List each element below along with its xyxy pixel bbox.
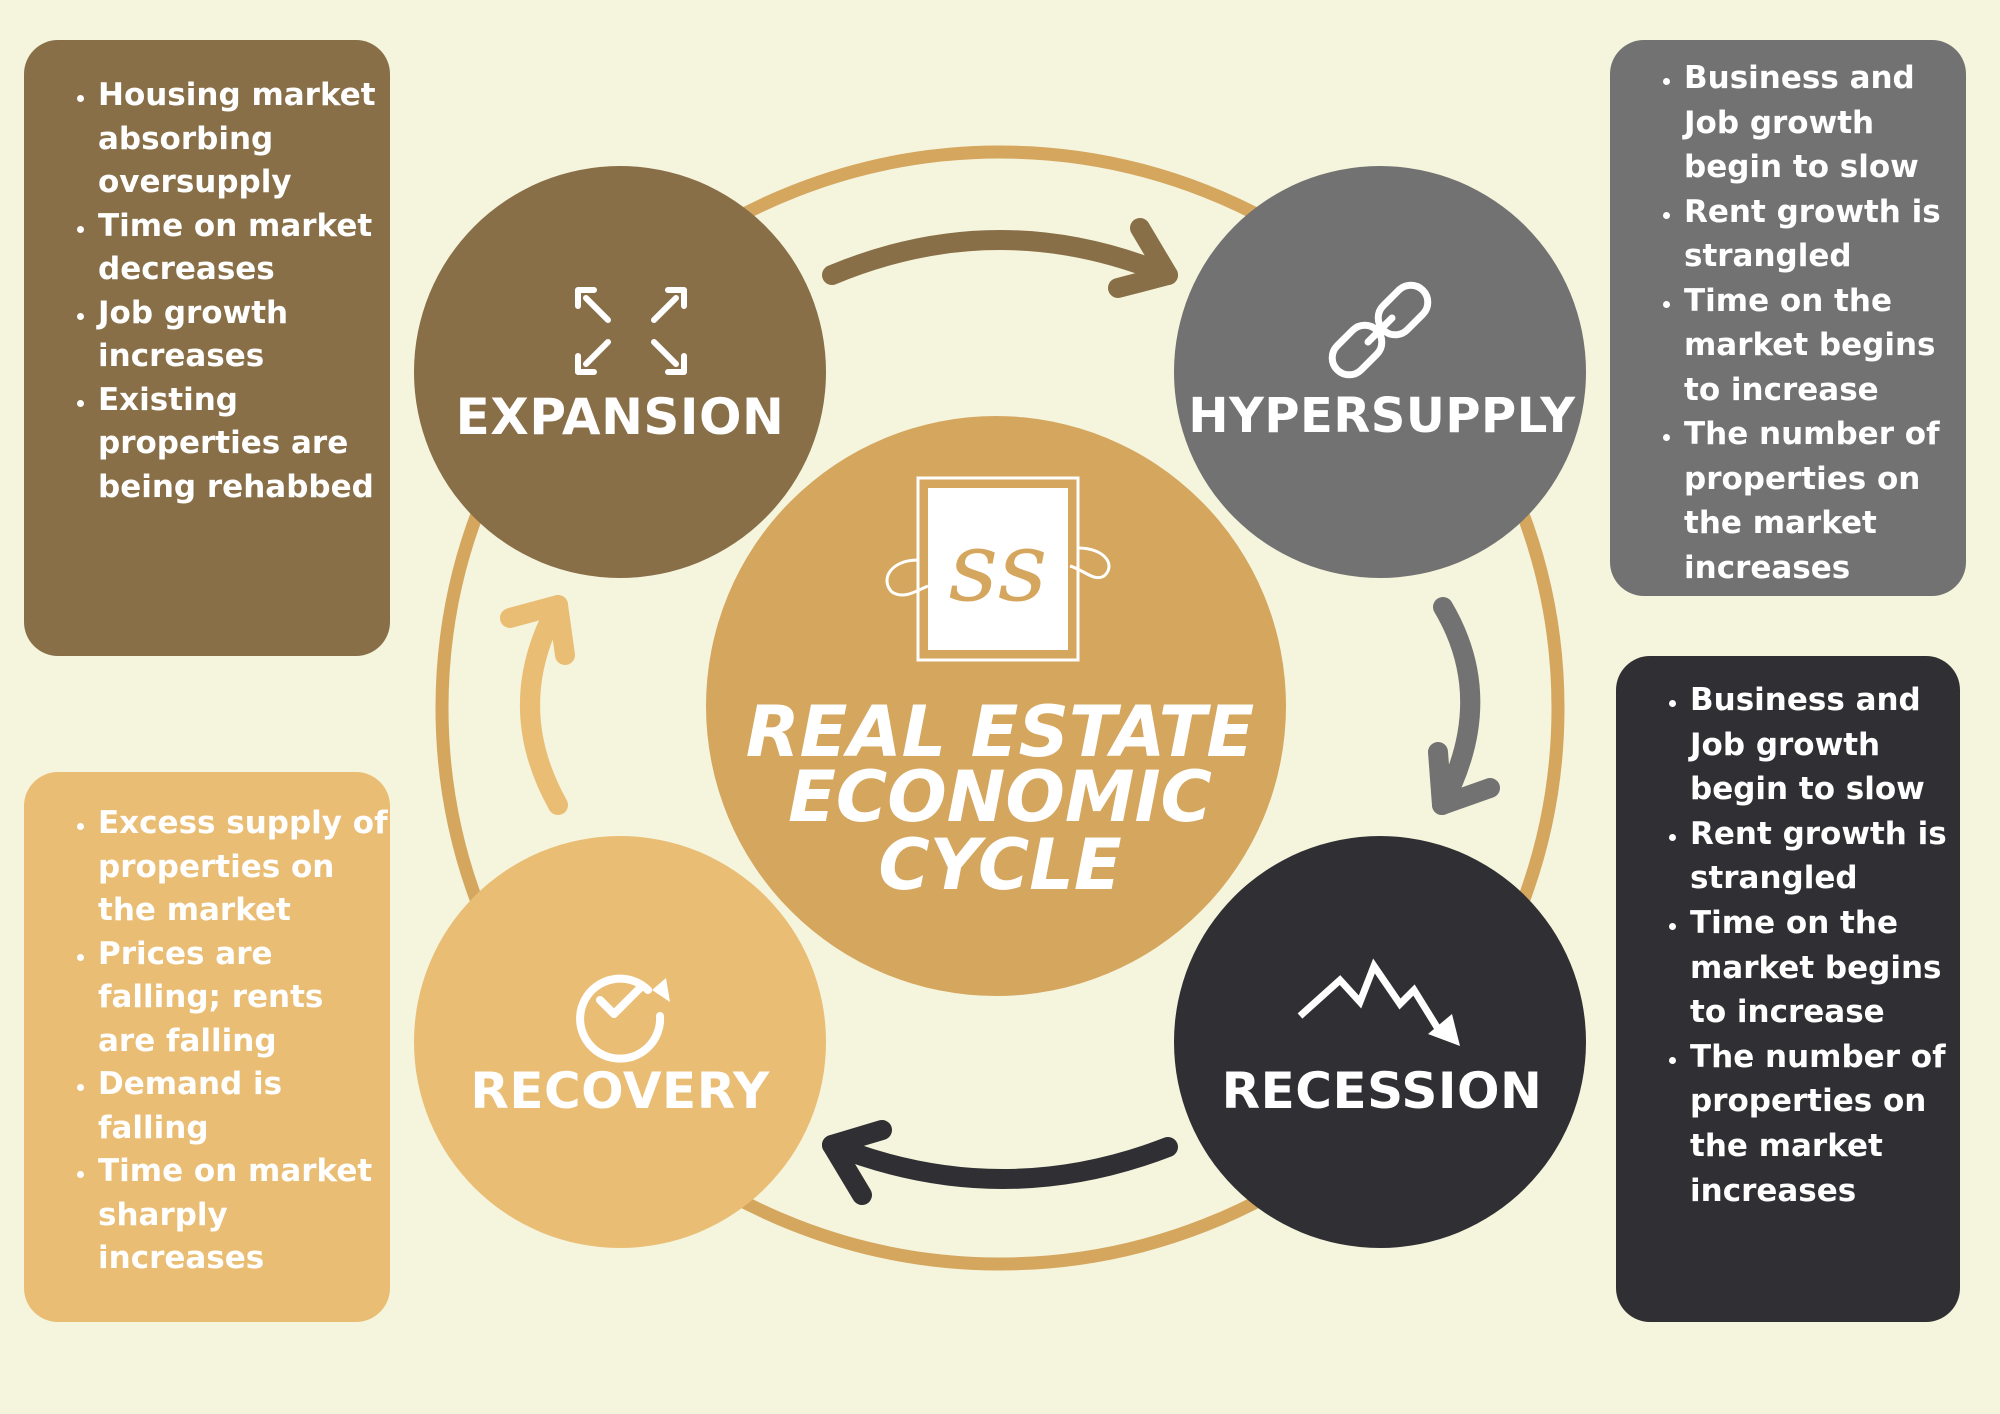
list-item: Rent growth is strangled bbox=[1690, 812, 1960, 901]
list-item: Business and Job growth begin to slow bbox=[1690, 678, 1960, 812]
chain-link-icon bbox=[1328, 281, 1432, 379]
downtrend-arrow-icon bbox=[1297, 958, 1460, 1046]
refresh-check-icon bbox=[576, 974, 670, 1063]
recession-label: RECESSION bbox=[1221, 1062, 1543, 1120]
hypersupply-circle[interactable] bbox=[1174, 166, 1586, 578]
list-item: Rent growth is strangled bbox=[1684, 190, 1966, 279]
center-title-line-1: REAL ESTATE bbox=[745, 691, 1255, 773]
list-item: Time on the market begins to increase bbox=[1684, 279, 1966, 413]
cycle-ring bbox=[435, 145, 1565, 1271]
list-item: Time on market sharply increases bbox=[98, 1150, 390, 1281]
recovery-label: RECOVERY bbox=[470, 1062, 770, 1120]
recession-info-box: Business and Job growth begin to slow Re… bbox=[1616, 656, 1960, 1322]
arrow-hypersupply-to-recession bbox=[1428, 597, 1500, 815]
list-item: The number of properties on the market i… bbox=[1684, 412, 1966, 590]
list-item: Business and Job growth begin to slow bbox=[1684, 56, 1966, 190]
expansion-info-box: Housing market absorbing oversupply Time… bbox=[24, 40, 390, 656]
list-item: The number of properties on the market i… bbox=[1690, 1035, 1960, 1213]
expansion-bullet-list: Housing market absorbing oversupply Time… bbox=[24, 74, 390, 509]
list-item: Time on the market begins to increase bbox=[1690, 901, 1960, 1035]
recovery-circle[interactable] bbox=[414, 836, 826, 1248]
center-title-line-3: CYCLE bbox=[878, 824, 1122, 906]
list-item: Time on market decreases bbox=[98, 205, 390, 292]
brand-logo: ss bbox=[885, 476, 1111, 662]
recovery-bullet-list: Excess supply of properties on the marke… bbox=[24, 802, 390, 1281]
hypersupply-info-box: Business and Job growth begin to slow Re… bbox=[1610, 40, 1966, 596]
list-item: Prices are falling; rents are falling bbox=[98, 933, 390, 1064]
recession-circle[interactable] bbox=[1174, 836, 1586, 1248]
arrow-recovery-to-expansion bbox=[500, 595, 575, 815]
hypersupply-label: HYPERSUPPLY bbox=[1188, 388, 1576, 444]
arrow-recession-to-recovery bbox=[822, 1120, 1178, 1205]
center-title-line-2: ECONOMIC bbox=[788, 756, 1212, 838]
list-item: Demand is falling bbox=[98, 1063, 390, 1150]
list-item: Job growth increases bbox=[98, 292, 390, 379]
recession-bullet-list: Business and Job growth begin to slow Re… bbox=[1616, 678, 1960, 1213]
list-item: Existing properties are being rehabbed bbox=[98, 379, 390, 510]
expansion-label: EXPANSION bbox=[455, 388, 785, 446]
arrow-expansion-to-hypersupply bbox=[822, 218, 1178, 298]
expand-arrows-icon bbox=[575, 287, 687, 375]
logo-monogram: ss bbox=[949, 511, 1048, 623]
center-circle bbox=[706, 416, 1286, 996]
list-item: Housing market absorbing oversupply bbox=[98, 74, 390, 205]
expansion-circle[interactable] bbox=[414, 166, 826, 578]
list-item: Excess supply of properties on the marke… bbox=[98, 802, 390, 933]
hypersupply-bullet-list: Business and Job growth begin to slow Re… bbox=[1610, 56, 1966, 590]
recovery-info-box: Excess supply of properties on the marke… bbox=[24, 772, 390, 1322]
